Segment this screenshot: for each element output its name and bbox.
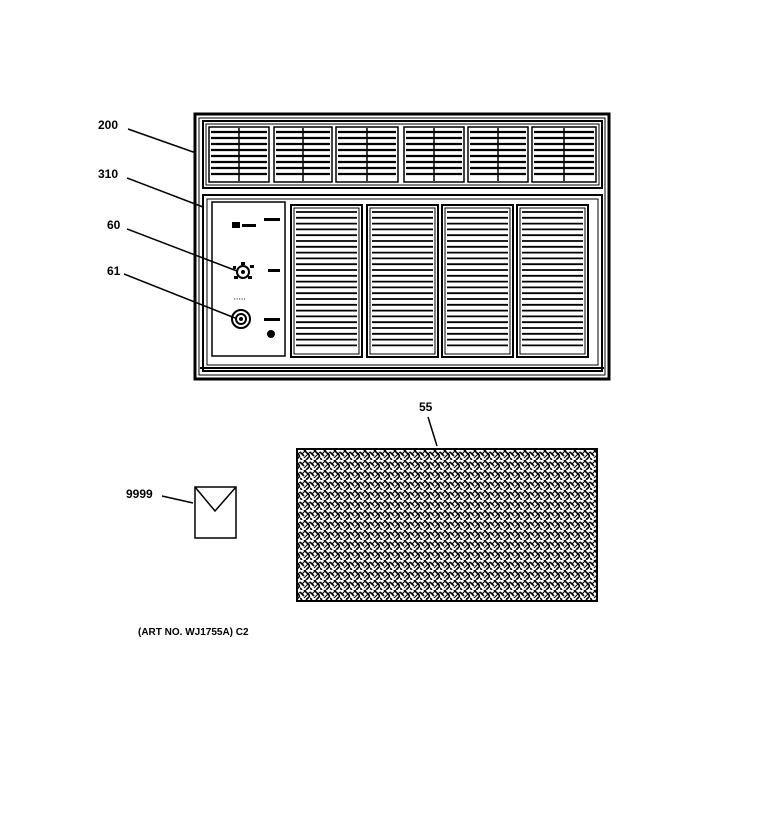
grille-section [208,126,270,183]
leader-line-55 [427,416,438,447]
callout-310: 310 [98,167,118,181]
louver-column [290,204,363,358]
discharge-grille [202,120,603,189]
intake-louvers [290,204,589,358]
literature-envelope [194,486,237,539]
callout-55: 55 [419,400,433,414]
louver-column [366,204,439,358]
control-panel: • • • • • [211,201,286,357]
grille-louvers [208,126,597,183]
indicator-button [267,330,275,338]
control-knob[interactable] [231,309,251,329]
leader-lines [123,128,438,504]
callout-9999: 9999 [126,487,153,501]
mode-indicator [232,222,240,228]
callout-61: 61 [107,264,121,278]
louver-column [441,204,514,358]
thermostat-knob[interactable] [233,262,254,279]
callout-60: 60 [107,218,121,232]
art-number: (ART NO. WJ1755A) C2 [138,627,249,638]
louver-column [516,204,589,358]
air-filter [296,448,598,602]
grille-section [467,126,529,183]
air-conditioner-front: • • • • • [193,112,611,381]
leader-line-9999 [161,495,194,504]
grille-section [531,126,597,183]
leader-line-61 [123,273,236,319]
leader-line-310 [126,177,204,208]
svg-text:• • • • •: • • • • • [234,296,246,301]
grille-section [273,126,333,183]
grille-section [335,126,399,183]
callout-200: 200 [98,118,118,132]
front-panel: • • • • • [200,194,604,372]
grille-section [403,126,465,183]
leader-line-200 [127,128,197,154]
leader-line-60 [126,228,238,272]
